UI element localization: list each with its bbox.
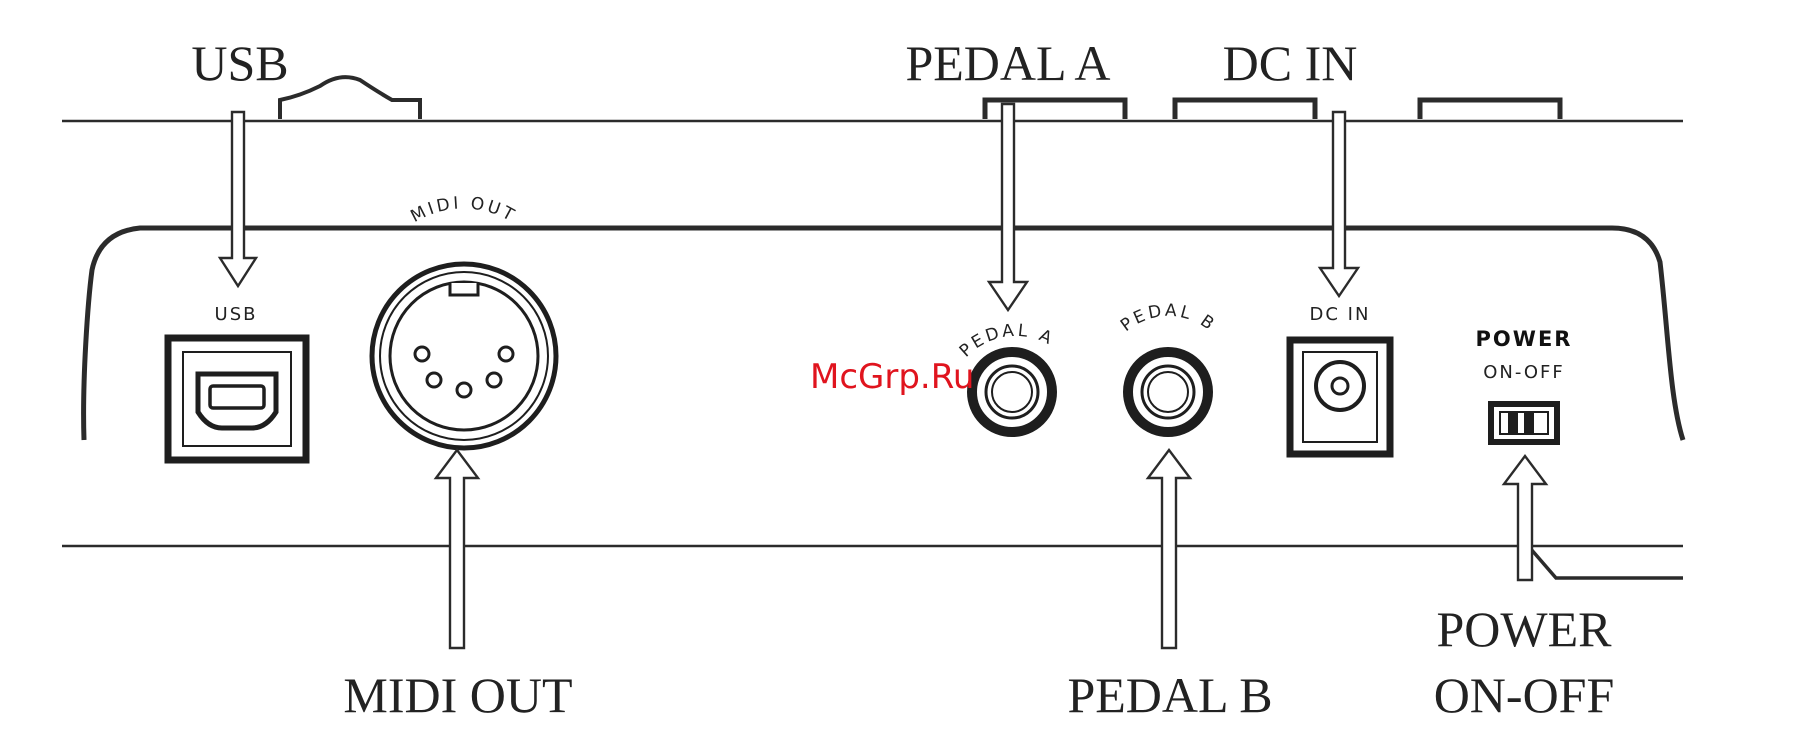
midi-out-connector (372, 264, 556, 448)
dc-in-arrow (1320, 112, 1358, 296)
callout-power-line1: POWER (1437, 601, 1613, 657)
pedal-b-arrow (1148, 450, 1190, 648)
power-switch (1491, 404, 1557, 442)
panel-label-midi-out: MIDI OUT (408, 193, 520, 226)
callout-usb: USB (191, 35, 288, 91)
callout-power-line2: ON-OFF (1434, 667, 1615, 723)
midi-out-arrow (436, 450, 478, 648)
pedal-a-jack (972, 352, 1052, 432)
panel-label-usb: USB (215, 304, 258, 325)
panel-label-power: POWER (1476, 327, 1573, 351)
callout-dc-in: DC IN (1223, 35, 1358, 91)
pedal-a-arrow (989, 104, 1027, 310)
watermark: McGrp.Ru (810, 357, 974, 397)
panel-label-on-off: ON-OFF (1483, 362, 1565, 383)
callout-pedal-b: PEDAL B (1067, 667, 1272, 723)
dc-in-jack (1290, 340, 1390, 454)
pedal-b-jack (1128, 352, 1208, 432)
callout-pedal-a: PEDAL A (905, 35, 1110, 91)
panel-label-pedal-b: PEDAL B (1117, 301, 1220, 336)
usb-arrow (220, 112, 256, 286)
usb-port (168, 338, 306, 460)
panel-label-dc-in: DC IN (1310, 304, 1371, 325)
callout-midi-out: MIDI OUT (343, 667, 572, 723)
